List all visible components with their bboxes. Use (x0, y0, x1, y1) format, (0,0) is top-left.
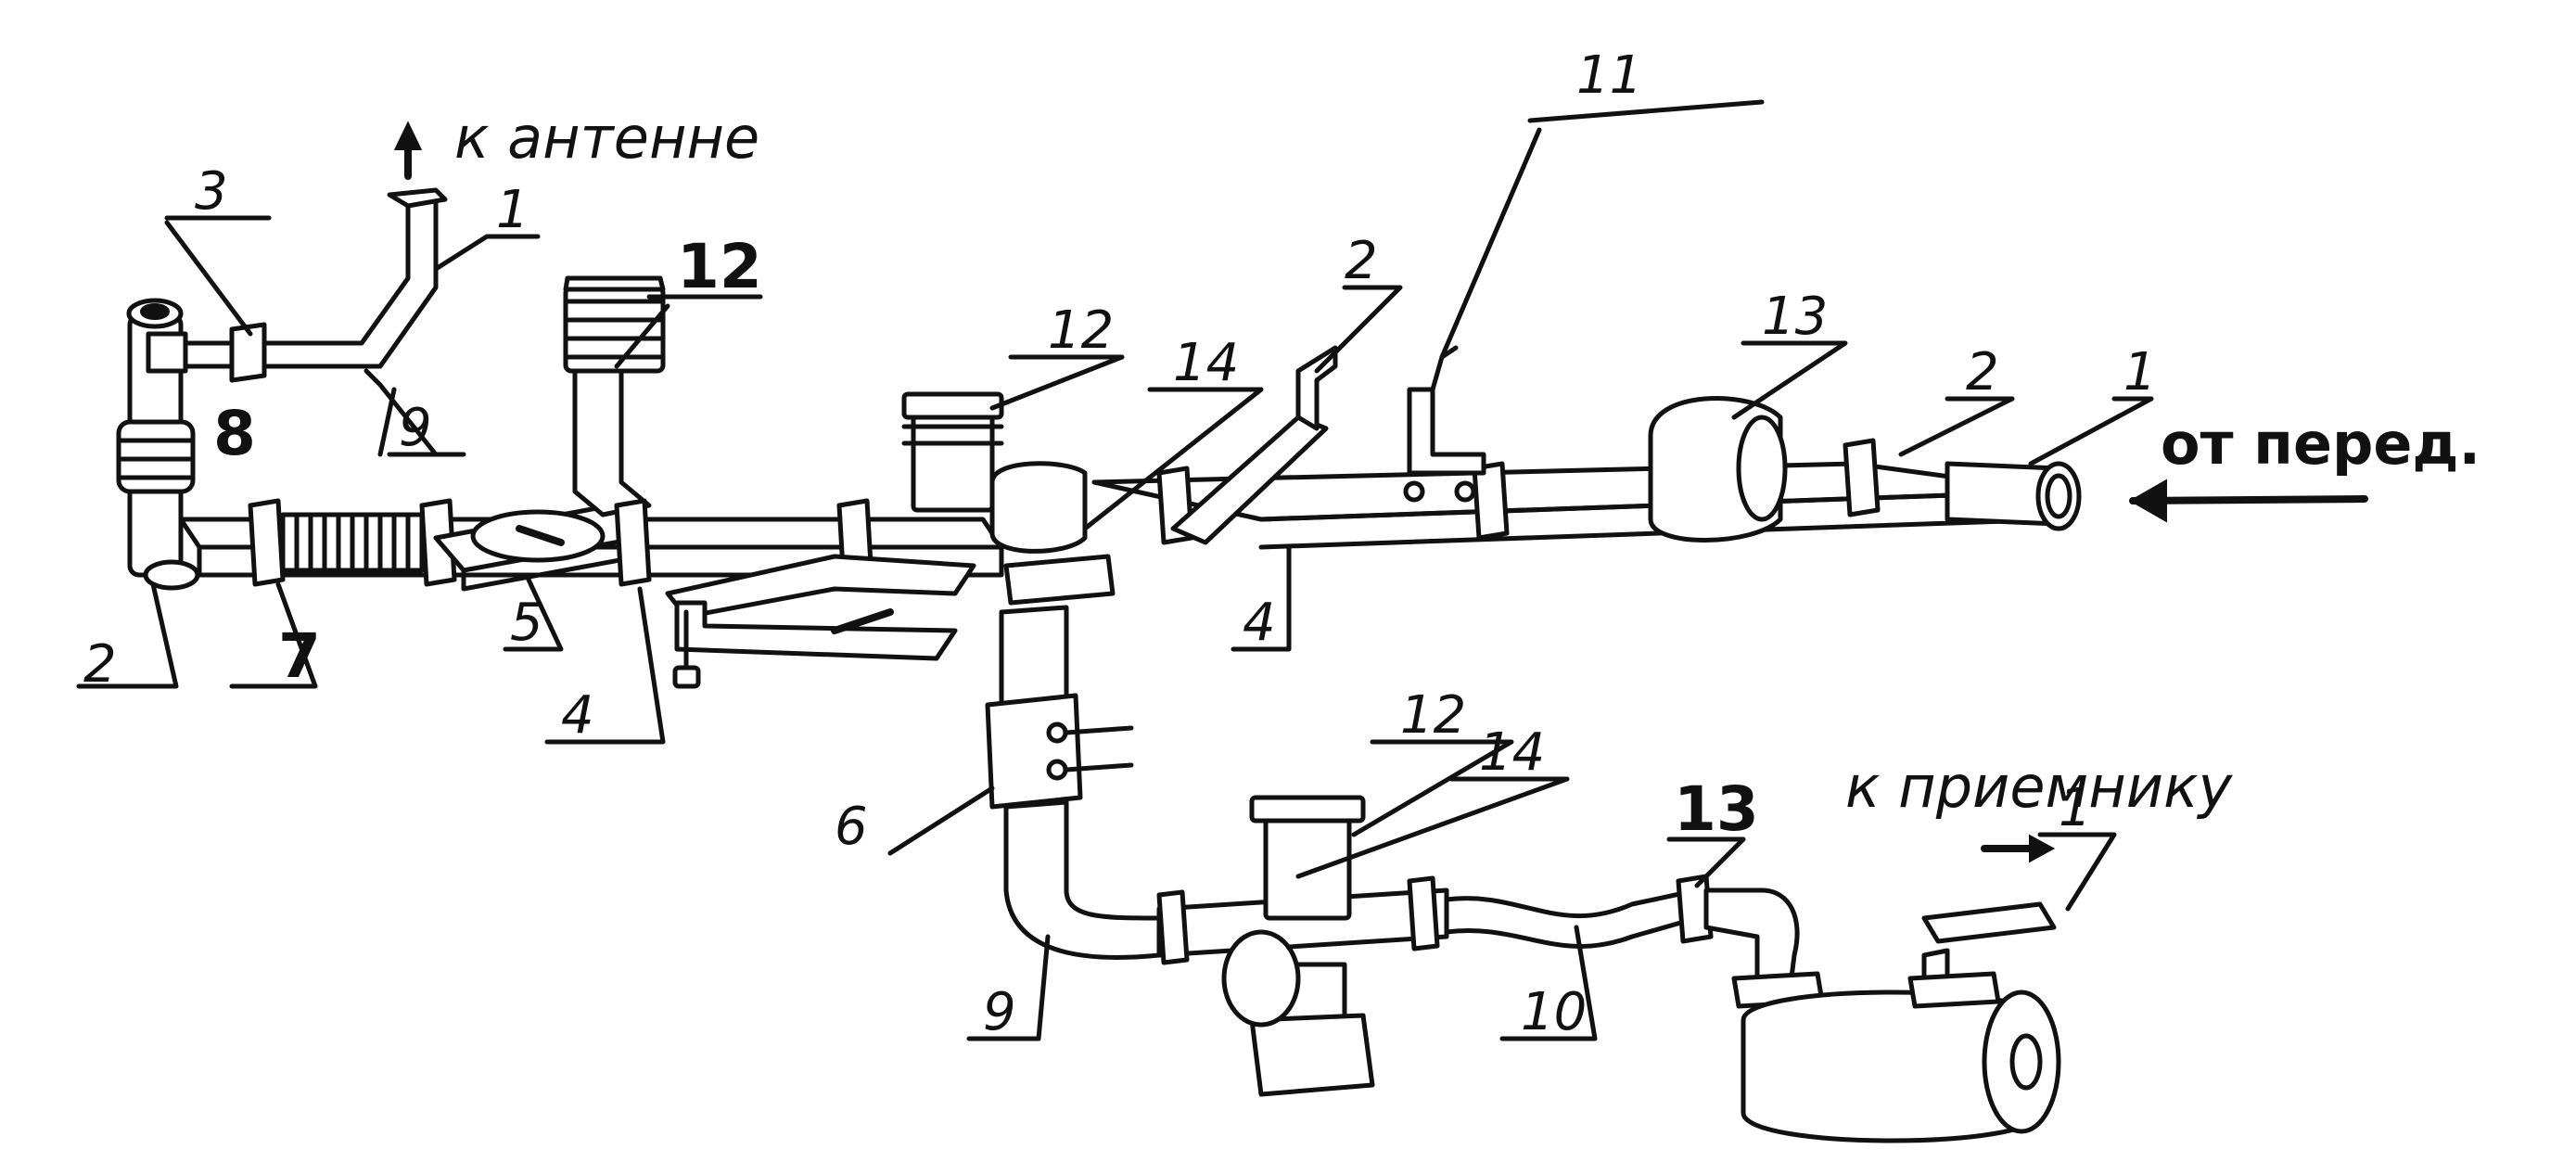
label-10: 10 (1521, 982, 1587, 1042)
antenna-feed-waveguide (146, 121, 448, 383)
label-12-low: 12 (1400, 685, 1466, 746)
label-3: 3 (195, 161, 228, 222)
caption-from-transmitter: от перед. (2161, 410, 2480, 478)
label-14-mid: 14 (1173, 333, 1239, 393)
label-13-low: 13 (1674, 773, 1759, 845)
label-4-lower: 4 (561, 685, 594, 746)
label-2-left: 2 (83, 634, 117, 695)
vertical-down-waveguide (985, 605, 1162, 960)
label-4-mid: 4 (1243, 593, 1276, 653)
label-12-left: 12 (677, 231, 762, 302)
label-9-bottom: 9 (983, 982, 1016, 1042)
label-9-top: 9 (399, 398, 432, 458)
label-6: 6 (835, 797, 868, 857)
label-2-right: 2 (1966, 342, 1999, 402)
leader-lines (76, 99, 2154, 1041)
twist-and-receiver-path (1444, 834, 2061, 1143)
label-1-right: 1 (2123, 342, 2157, 402)
waveguide-input-end (1945, 461, 2368, 531)
cylinder-device-right (1648, 396, 1788, 543)
junction-lower (1156, 795, 1449, 1097)
rotary-joint (116, 298, 200, 591)
label-14-low: 14 (1479, 722, 1545, 783)
vertical-waveguide-12-left (563, 275, 666, 517)
label-1-top: 1 (496, 180, 529, 240)
label-5: 5 (510, 593, 543, 653)
label-11: 11 (1576, 45, 1642, 106)
label-12-mid: 12 (1048, 300, 1114, 361)
coupler-branch (1170, 345, 1486, 545)
flexible-waveguide (248, 498, 457, 587)
label-1-receiver: 1 (2059, 778, 2092, 838)
side-loop-waveguide (665, 554, 976, 689)
label-7: 7 (278, 620, 321, 692)
caption-to-receiver: к приемнику (1845, 753, 2234, 821)
caption-to-antenna: к антенне (454, 104, 759, 172)
label-2-mid: 2 (1345, 231, 1378, 291)
label-8: 8 (213, 398, 256, 469)
label-13-right: 13 (1762, 287, 1828, 347)
